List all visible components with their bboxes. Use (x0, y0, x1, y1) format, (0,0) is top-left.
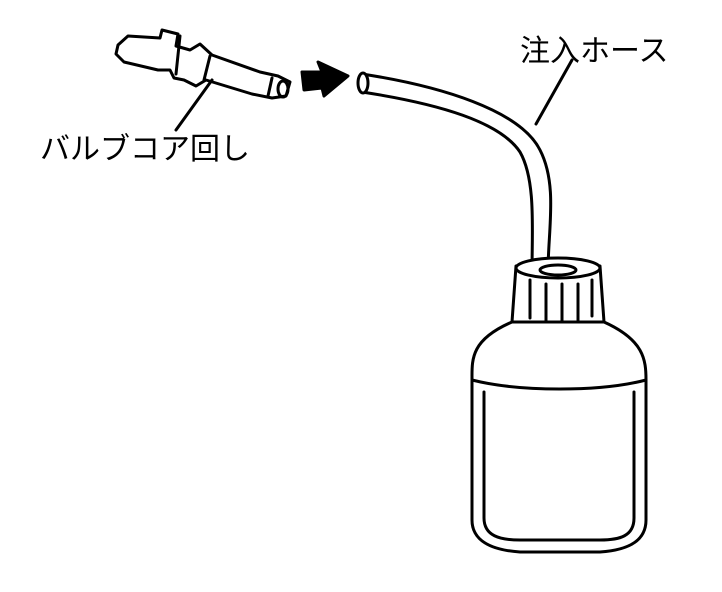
valve-core-tool (114, 28, 292, 100)
leader-line-tool (174, 78, 214, 132)
leader-line-hose (534, 58, 574, 126)
arrow-icon (300, 60, 350, 98)
label-injection-hose: 注入ホース (520, 34, 669, 69)
label-valve-core-tool: バルブコア回し (40, 132, 250, 167)
bottle (470, 256, 648, 554)
injection-hose (356, 71, 553, 274)
